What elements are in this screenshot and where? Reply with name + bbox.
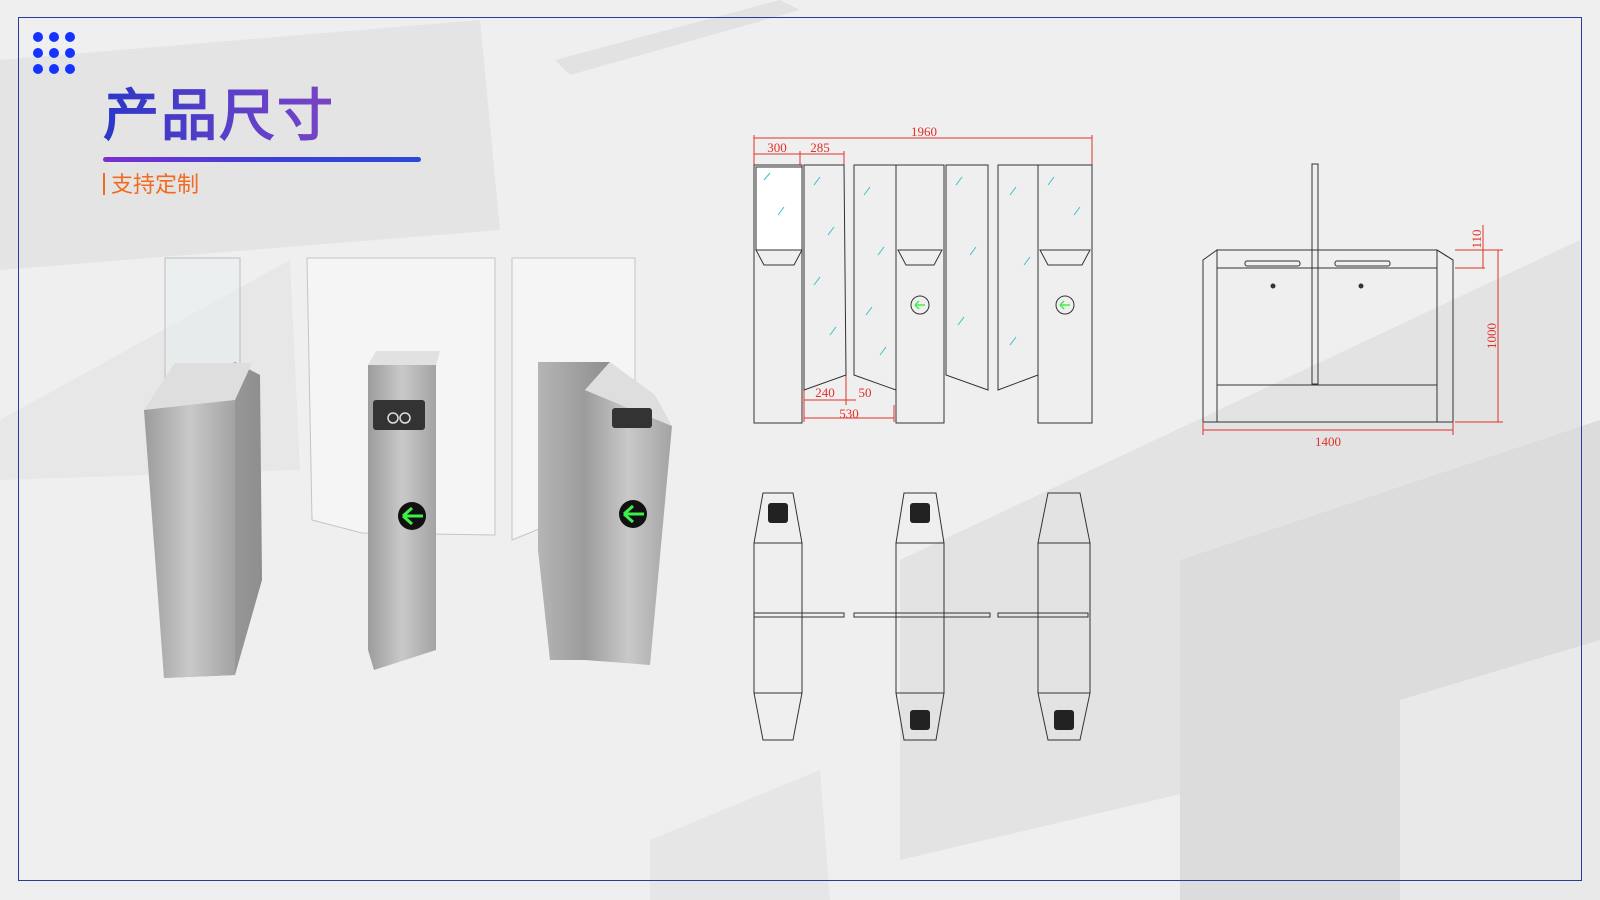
dim-b: 285 bbox=[810, 140, 830, 155]
side-view-drawing: 1400 110 1000 bbox=[1202, 163, 1503, 449]
card-reader-icon bbox=[1054, 710, 1074, 730]
glass-panel bbox=[164, 257, 241, 384]
top-view-drawing bbox=[753, 492, 1091, 741]
dim-e: 530 bbox=[839, 406, 859, 421]
product-render bbox=[144, 257, 672, 678]
front-view-drawing: 1960 300 285 240 50 530 bbox=[753, 125, 1093, 424]
card-reader-icon bbox=[910, 503, 930, 523]
dim-total-width: 1960 bbox=[911, 125, 937, 139]
card-reader-icon bbox=[910, 710, 930, 730]
subtitle-text: 支持定制 bbox=[111, 173, 200, 198]
turnstile-middle bbox=[368, 351, 440, 670]
page-subtitle: 支持定制 bbox=[103, 172, 199, 200]
card-reader-icon bbox=[387, 412, 411, 424]
dim-c: 240 bbox=[815, 385, 835, 400]
dots-grid-icon bbox=[33, 32, 75, 74]
arrow-left-icon bbox=[623, 504, 644, 524]
arrow-left-icon bbox=[402, 506, 423, 526]
title-underline bbox=[103, 157, 421, 162]
dim-top-height: 110 bbox=[1469, 229, 1484, 248]
page-frame bbox=[18, 17, 1582, 881]
card-reader-icon bbox=[768, 503, 788, 523]
dim-width: 1400 bbox=[1315, 434, 1341, 449]
dim-a: 300 bbox=[767, 140, 787, 155]
dim-d: 50 bbox=[859, 385, 872, 400]
turnstile-right bbox=[538, 362, 672, 665]
dim-height: 1000 bbox=[1484, 323, 1499, 349]
page-title: 产品尺寸 bbox=[103, 82, 335, 152]
